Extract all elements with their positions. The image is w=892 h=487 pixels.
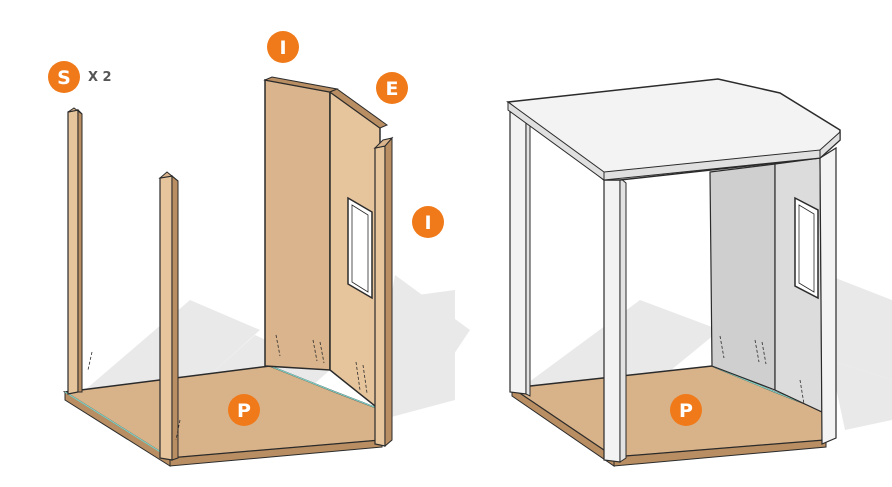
badge-e: E <box>376 72 408 104</box>
left-window <box>347 196 373 300</box>
right-post-front <box>603 176 627 463</box>
right-diagram: P <box>506 78 892 467</box>
badge-p-left-label: P <box>237 400 251 422</box>
right-window <box>794 196 819 300</box>
left-post-right <box>373 136 394 448</box>
badge-s-label: S <box>57 67 71 89</box>
badge-p-left: P <box>228 394 260 426</box>
right-post-back <box>509 111 531 397</box>
right-post-right <box>819 146 837 445</box>
badge-i-top-label: I <box>279 37 286 59</box>
badge-s: S <box>48 61 80 93</box>
badge-p-right: P <box>670 394 702 426</box>
badge-i-right-label: I <box>424 212 431 234</box>
badge-e-label: E <box>386 78 399 100</box>
left-post-back <box>67 107 83 395</box>
left-floor-panel <box>62 365 383 467</box>
left-post-front <box>158 171 179 461</box>
badge-i-right: I <box>412 206 444 238</box>
badge-i-top: I <box>267 31 299 63</box>
left-diagram: S X 2 I E I P <box>48 31 470 467</box>
badge-s-quantity: X 2 <box>88 70 112 85</box>
badge-p-right-label: P <box>679 400 693 422</box>
right-roof-panel <box>506 78 841 181</box>
